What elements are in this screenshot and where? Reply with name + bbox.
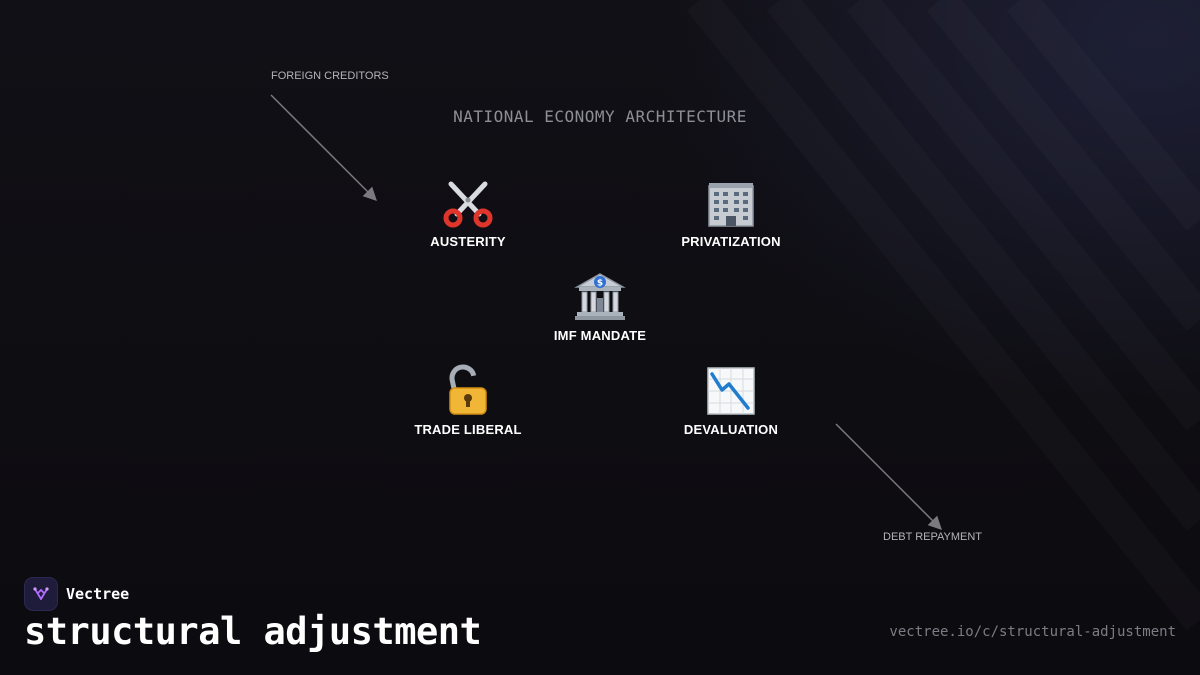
node-devaluation: DEVALUATION <box>641 364 821 437</box>
debt-repayment-label: DEBT REPAYMENT <box>883 531 983 543</box>
node-austerity: AUSTERITY <box>378 176 558 249</box>
bank-icon: $ <box>574 273 626 320</box>
node-label: DEVALUATION <box>683 422 779 437</box>
brand-name: Vectree <box>66 585 130 603</box>
node-imf-mandate: $ IMF MANDATE <box>510 270 690 343</box>
node-trade-liberal: TRADE LIBERAL <box>378 364 558 437</box>
input-arrow <box>270 94 377 201</box>
node-label: TRADE LIBERAL <box>414 422 522 437</box>
chart-decreasing-icon <box>707 367 755 415</box>
diagram-title: NATIONAL ECONOMY ARCHITECTURE <box>453 107 747 126</box>
node-label: IMF MANDATE <box>553 328 647 343</box>
brand: Vectree <box>24 577 129 611</box>
foreign-creditors-label: FOREIGN CREDITORS <box>271 70 389 82</box>
scissors-icon <box>443 181 493 228</box>
office-building-icon <box>708 183 754 227</box>
node-privatization: PRIVATIZATION <box>641 176 821 249</box>
svg-text:$: $ <box>597 279 603 289</box>
page-title: structural adjustment <box>24 610 482 653</box>
vectree-logo-icon <box>24 577 58 611</box>
output-arrow <box>835 423 942 530</box>
unlocked-padlock-icon <box>449 364 487 415</box>
page-url[interactable]: vectree.io/c/structural-adjustment <box>889 624 1176 640</box>
node-label: AUSTERITY <box>430 234 506 249</box>
node-label: PRIVATIZATION <box>681 234 781 249</box>
